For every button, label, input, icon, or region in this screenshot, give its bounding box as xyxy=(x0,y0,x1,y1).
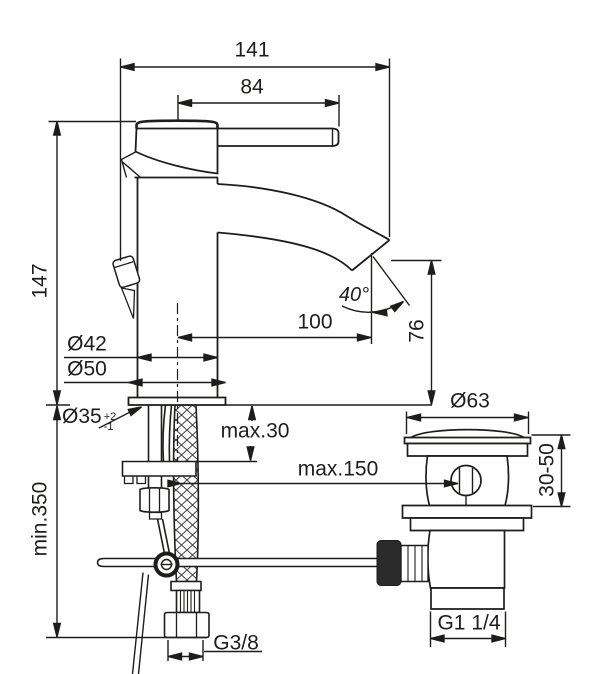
rod-connector-thread xyxy=(400,544,429,583)
mixer-body xyxy=(134,176,219,398)
label-max-rod-distance: max.150 xyxy=(297,457,379,481)
dim-min350 xyxy=(46,405,207,639)
waste-flange-rim xyxy=(403,436,532,445)
lever-handle xyxy=(217,127,340,147)
dim-hole-leader xyxy=(98,406,142,429)
dim-84 xyxy=(177,95,340,127)
pop-up-waste xyxy=(376,428,533,610)
waste-plug-dome xyxy=(410,428,525,439)
deck-lines xyxy=(46,404,432,463)
label-spout-angle: 40° xyxy=(338,284,370,306)
dim-max150 xyxy=(167,479,459,488)
dim-63 xyxy=(405,411,530,434)
hole-tolerance-plus: +2 xyxy=(103,411,117,423)
faucet xyxy=(112,119,391,406)
hose-ferrule xyxy=(170,580,202,592)
label-supply-hose-thread: G3/8 xyxy=(213,631,259,655)
label-hole-diameter: Ø35+2-1 xyxy=(62,405,117,433)
side-knob xyxy=(112,255,141,319)
waste-rod-hole xyxy=(450,464,482,506)
hole-tolerance-minus: -1 xyxy=(103,421,114,433)
label-lever-length: 84 xyxy=(240,75,264,99)
label-body-diameter: Ø42 xyxy=(67,332,107,356)
label-waste-outlet-thread: G1 1/4 xyxy=(437,611,501,635)
hole-diameter-value: Ø35 xyxy=(62,405,102,428)
dim-g38 xyxy=(167,640,262,661)
waste-tailpiece xyxy=(430,587,505,610)
dim-max30 xyxy=(246,405,257,461)
waste-clamp-plate xyxy=(401,504,533,519)
label-min-hose-length: min.350 xyxy=(28,481,52,557)
waste-flange-plate xyxy=(406,442,529,457)
dim-76 xyxy=(391,259,442,405)
dim-42 xyxy=(64,353,218,362)
label-outlet-height: 76 xyxy=(405,319,429,343)
pop-up-pull-rod xyxy=(131,518,171,674)
dim-147 xyxy=(48,120,136,405)
dim-141 xyxy=(119,58,391,261)
dim-40deg xyxy=(341,253,411,344)
label-base-diameter: Ø50 xyxy=(67,357,107,381)
rod-pivot-joint xyxy=(153,551,180,578)
waste-clamp-ring xyxy=(409,517,525,532)
hole-tolerance: +2-1 xyxy=(103,411,117,433)
spout xyxy=(217,183,391,272)
label-total-width: 141 xyxy=(234,38,270,62)
second-hose xyxy=(162,404,173,462)
mounting-nut xyxy=(139,487,170,520)
mounting-washer xyxy=(121,460,197,485)
cartridge-cap xyxy=(120,119,219,178)
dimension-linework xyxy=(46,58,571,661)
dim-g114 xyxy=(429,611,507,647)
below-deck-parts xyxy=(96,404,380,674)
dim-50 xyxy=(64,378,226,387)
label-spout-reach: 100 xyxy=(297,310,333,334)
label-max-deck-thickness: max.30 xyxy=(220,419,290,443)
dim-100 xyxy=(177,333,372,342)
label-height: 147 xyxy=(28,263,52,299)
label-waste-clamping-range: 30-50 xyxy=(535,443,559,497)
label-waste-flange-diameter: Ø63 xyxy=(450,389,490,413)
dim-3050 xyxy=(531,434,571,508)
